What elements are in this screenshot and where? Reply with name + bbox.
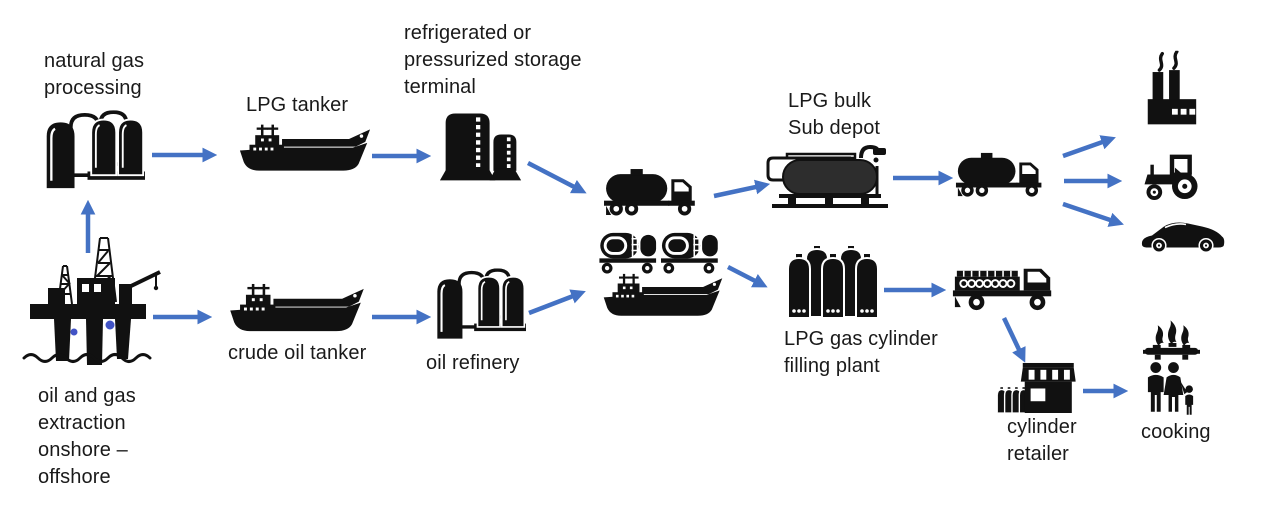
arrow-cylinder-truck-to-retailer xyxy=(1001,317,1026,363)
car-icon xyxy=(1140,217,1226,254)
storefront-cylinders-icon xyxy=(997,362,1076,413)
arrow-refinery-to-transport xyxy=(528,289,586,316)
oil-refinery-tanks-icon xyxy=(434,266,526,346)
label-cylinder-retailer: cylinder retailer xyxy=(1007,416,1077,465)
arrow-transport-to-filling-plant xyxy=(726,264,768,288)
gas-cylinders-icon xyxy=(786,245,886,319)
label-cylinder-filling-plant: LPG gas cylinder filling plant xyxy=(784,328,938,377)
label-oil-refinery: oil refinery xyxy=(426,352,520,374)
rail-tank-cars-icon xyxy=(598,228,722,275)
bulk-storage-tank-icon xyxy=(763,144,895,208)
label-natural-gas-processing: natural gas processing xyxy=(44,50,145,99)
arrow-road-transport-to-bulk-depot xyxy=(713,179,771,199)
label-lpg-tanker: LPG tanker xyxy=(246,94,349,116)
factory-icon xyxy=(1140,50,1202,127)
lpg-tanker-ship-icon xyxy=(238,122,372,178)
arrow-delivery-truck-to-factory xyxy=(1062,135,1116,159)
transport-ship-icon xyxy=(602,272,724,322)
oil-rig-icon xyxy=(22,232,170,372)
stove-family-icon xyxy=(1143,320,1200,419)
delivery-tanker-truck-icon xyxy=(955,151,1051,199)
label-cooking: cooking xyxy=(1141,421,1211,443)
tractor-icon xyxy=(1141,149,1203,202)
arrow-delivery-truck-to-car xyxy=(1062,201,1124,227)
label-lpg-bulk-sub-depot: LPG bulk Sub depot xyxy=(788,90,881,139)
crude-oil-tanker-ship-icon xyxy=(228,283,366,337)
label-crude-oil-tanker: crude oil tanker xyxy=(228,342,367,364)
cylinder-truck-icon xyxy=(950,257,1062,314)
label-oil-gas-extraction: oil and gas extraction onshore – offshor… xyxy=(38,385,136,488)
arrow-terminal-to-road-transport xyxy=(526,161,587,194)
storage-tanks-icon xyxy=(43,110,145,194)
label-storage-terminal: refrigerated or pressurized storage term… xyxy=(404,22,582,98)
storage-terminal-icon xyxy=(438,106,524,186)
tanker-truck-icon xyxy=(603,167,705,218)
